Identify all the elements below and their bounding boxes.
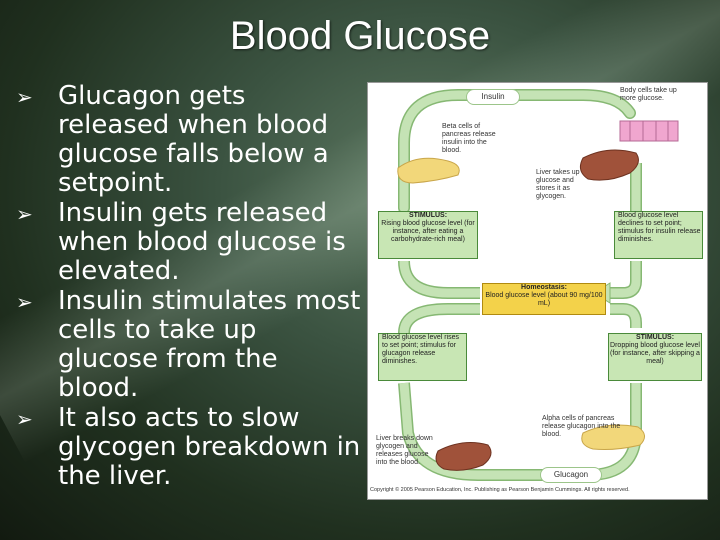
copyright-text: Copyright © 2005 Pearson Education, Inc.… (370, 487, 630, 493)
liver-breaks-label: Liver breaks down glycogen and releases … (376, 435, 433, 466)
bullet-list: ➢ Glucagon gets released when blood gluc… (6, 82, 361, 492)
bullet-item: ➢ Insulin gets released when blood gluco… (6, 199, 361, 286)
body-cells-label: Body cells take up more glucose. (620, 87, 677, 102)
homeostasis-box: Homeostasis: Blood glucose level (about … (482, 283, 606, 315)
beta-cells-label: Beta cells of pancreas release insulin i… (442, 123, 496, 154)
liver-icon (579, 149, 639, 181)
bullet-text: Glucagon gets released when blood glucos… (58, 81, 329, 198)
bullet-item: ➢ Glucagon gets released when blood gluc… (6, 82, 361, 198)
bullet-text: It also acts to slow glycogen breakdown … (58, 403, 361, 491)
cycle-arrows (398, 89, 642, 481)
glucose-homeostasis-diagram: Insulin Glucagon Body cells take up more… (367, 82, 708, 500)
liver-icon (435, 442, 492, 471)
bullet-text: Insulin gets released when blood glucose… (58, 198, 346, 286)
insulin-pill: Insulin (466, 89, 520, 105)
bullet-item: ➢ It also acts to slow glycogen breakdow… (6, 404, 361, 491)
bullet-text: Insulin stimulates most cells to take up… (58, 286, 361, 403)
organ-illustrations (397, 120, 679, 471)
stimulus-dropping-box: STIMULUS: Dropping blood glucose level (… (608, 333, 702, 381)
arrow-bullet-icon: ➢ (16, 407, 33, 431)
declines-box: Blood glucose level declines to set poin… (614, 211, 703, 259)
liver-stores-label: Liver takes up glucose and stores it as … (536, 169, 580, 200)
alpha-cells-label: Alpha cells of pancreas release glucagon… (542, 415, 621, 438)
slide-title: Blood Glucose (229, 14, 491, 58)
arrow-bullet-icon: ➢ (16, 85, 33, 109)
stimulus-rising-box: STIMULUS: Rising blood glucose level (fo… (378, 211, 478, 259)
arrow-bullet-icon: ➢ (16, 290, 33, 314)
glucagon-pill: Glucagon (540, 467, 602, 483)
rises-box: Blood glucose level rises to set point; … (378, 333, 467, 381)
pancreas-icon (397, 157, 460, 184)
body-cells-icon (619, 120, 679, 142)
arrow-bullet-icon: ➢ (16, 202, 33, 226)
bullet-item: ➢ Insulin stimulates most cells to take … (6, 287, 361, 403)
pancreas-icon (581, 424, 645, 450)
